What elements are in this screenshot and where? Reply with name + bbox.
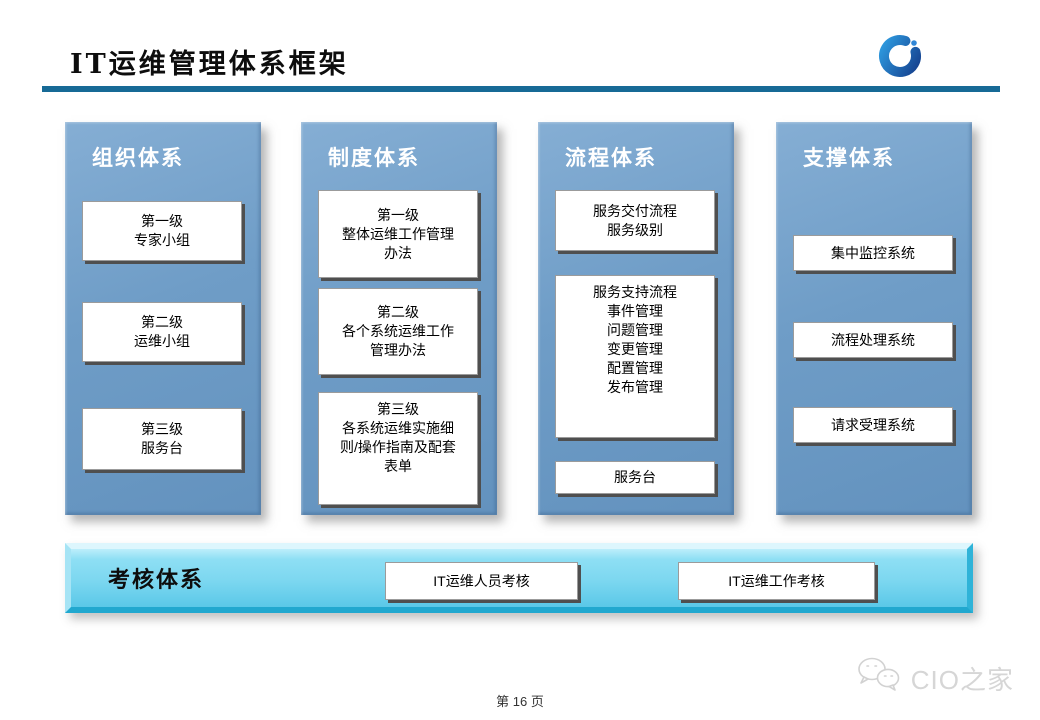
service-desk-box: 服务台: [555, 461, 715, 494]
column-policy-header: 制度体系: [328, 147, 420, 170]
column-process-header: 流程体系: [565, 147, 657, 170]
page-title: IT运维管理体系框架: [70, 49, 349, 80]
column-policy: 制度体系 第一级 整体运维工作管理 办法 第二级 各个系统运维工作 管理办法 第…: [301, 122, 497, 515]
service-delivery-box: 服务交付流程 服务级别: [555, 190, 715, 251]
column-support-header: 支撑体系: [803, 147, 895, 170]
process-system-box: 流程处理系统: [793, 322, 953, 358]
request-system-box: 请求受理系统: [793, 407, 953, 443]
policy-level3-box: 第三级 各系统运维实施细 则/操作指南及配套 表单: [318, 392, 478, 505]
watermark-text: CIO之家: [910, 665, 1014, 695]
policy-level2-box: 第二级 各个系统运维工作 管理办法: [318, 288, 478, 375]
column-process: 流程体系 服务交付流程 服务级别 服务支持流程 事件管理 问题管理 变更管理 配…: [538, 122, 734, 515]
title-underline-rule: [42, 86, 1000, 92]
work-assessment-box: IT运维工作考核: [678, 562, 875, 600]
company-logo-icon: [874, 28, 926, 80]
watermark: CIO之家: [855, 655, 1014, 702]
column-support: 支撑体系 集中监控系统 流程处理系统 请求受理系统: [776, 122, 972, 515]
monitoring-system-box: 集中监控系统: [793, 235, 953, 271]
org-level3-box: 第三级 服务台: [82, 408, 242, 470]
service-support-box: 服务支持流程 事件管理 问题管理 变更管理 配置管理 发布管理: [555, 275, 715, 438]
personnel-assessment-box: IT运维人员考核: [385, 562, 578, 600]
column-organization: 组织体系 第一级 专家小组 第二级 运维小组 第三级 服务台: [65, 122, 261, 515]
wechat-icon: [855, 655, 907, 702]
org-level2-box: 第二级 运维小组: [82, 302, 242, 362]
assessment-bar: 考核体系 IT运维人员考核 IT运维工作考核: [65, 543, 973, 613]
page-number: 第 16 页: [496, 694, 544, 709]
policy-level1-box: 第一级 整体运维工作管理 办法: [318, 190, 478, 278]
column-organization-header: 组织体系: [92, 147, 184, 170]
org-level1-box: 第一级 专家小组: [82, 201, 242, 261]
assessment-bar-label: 考核体系: [108, 567, 205, 592]
